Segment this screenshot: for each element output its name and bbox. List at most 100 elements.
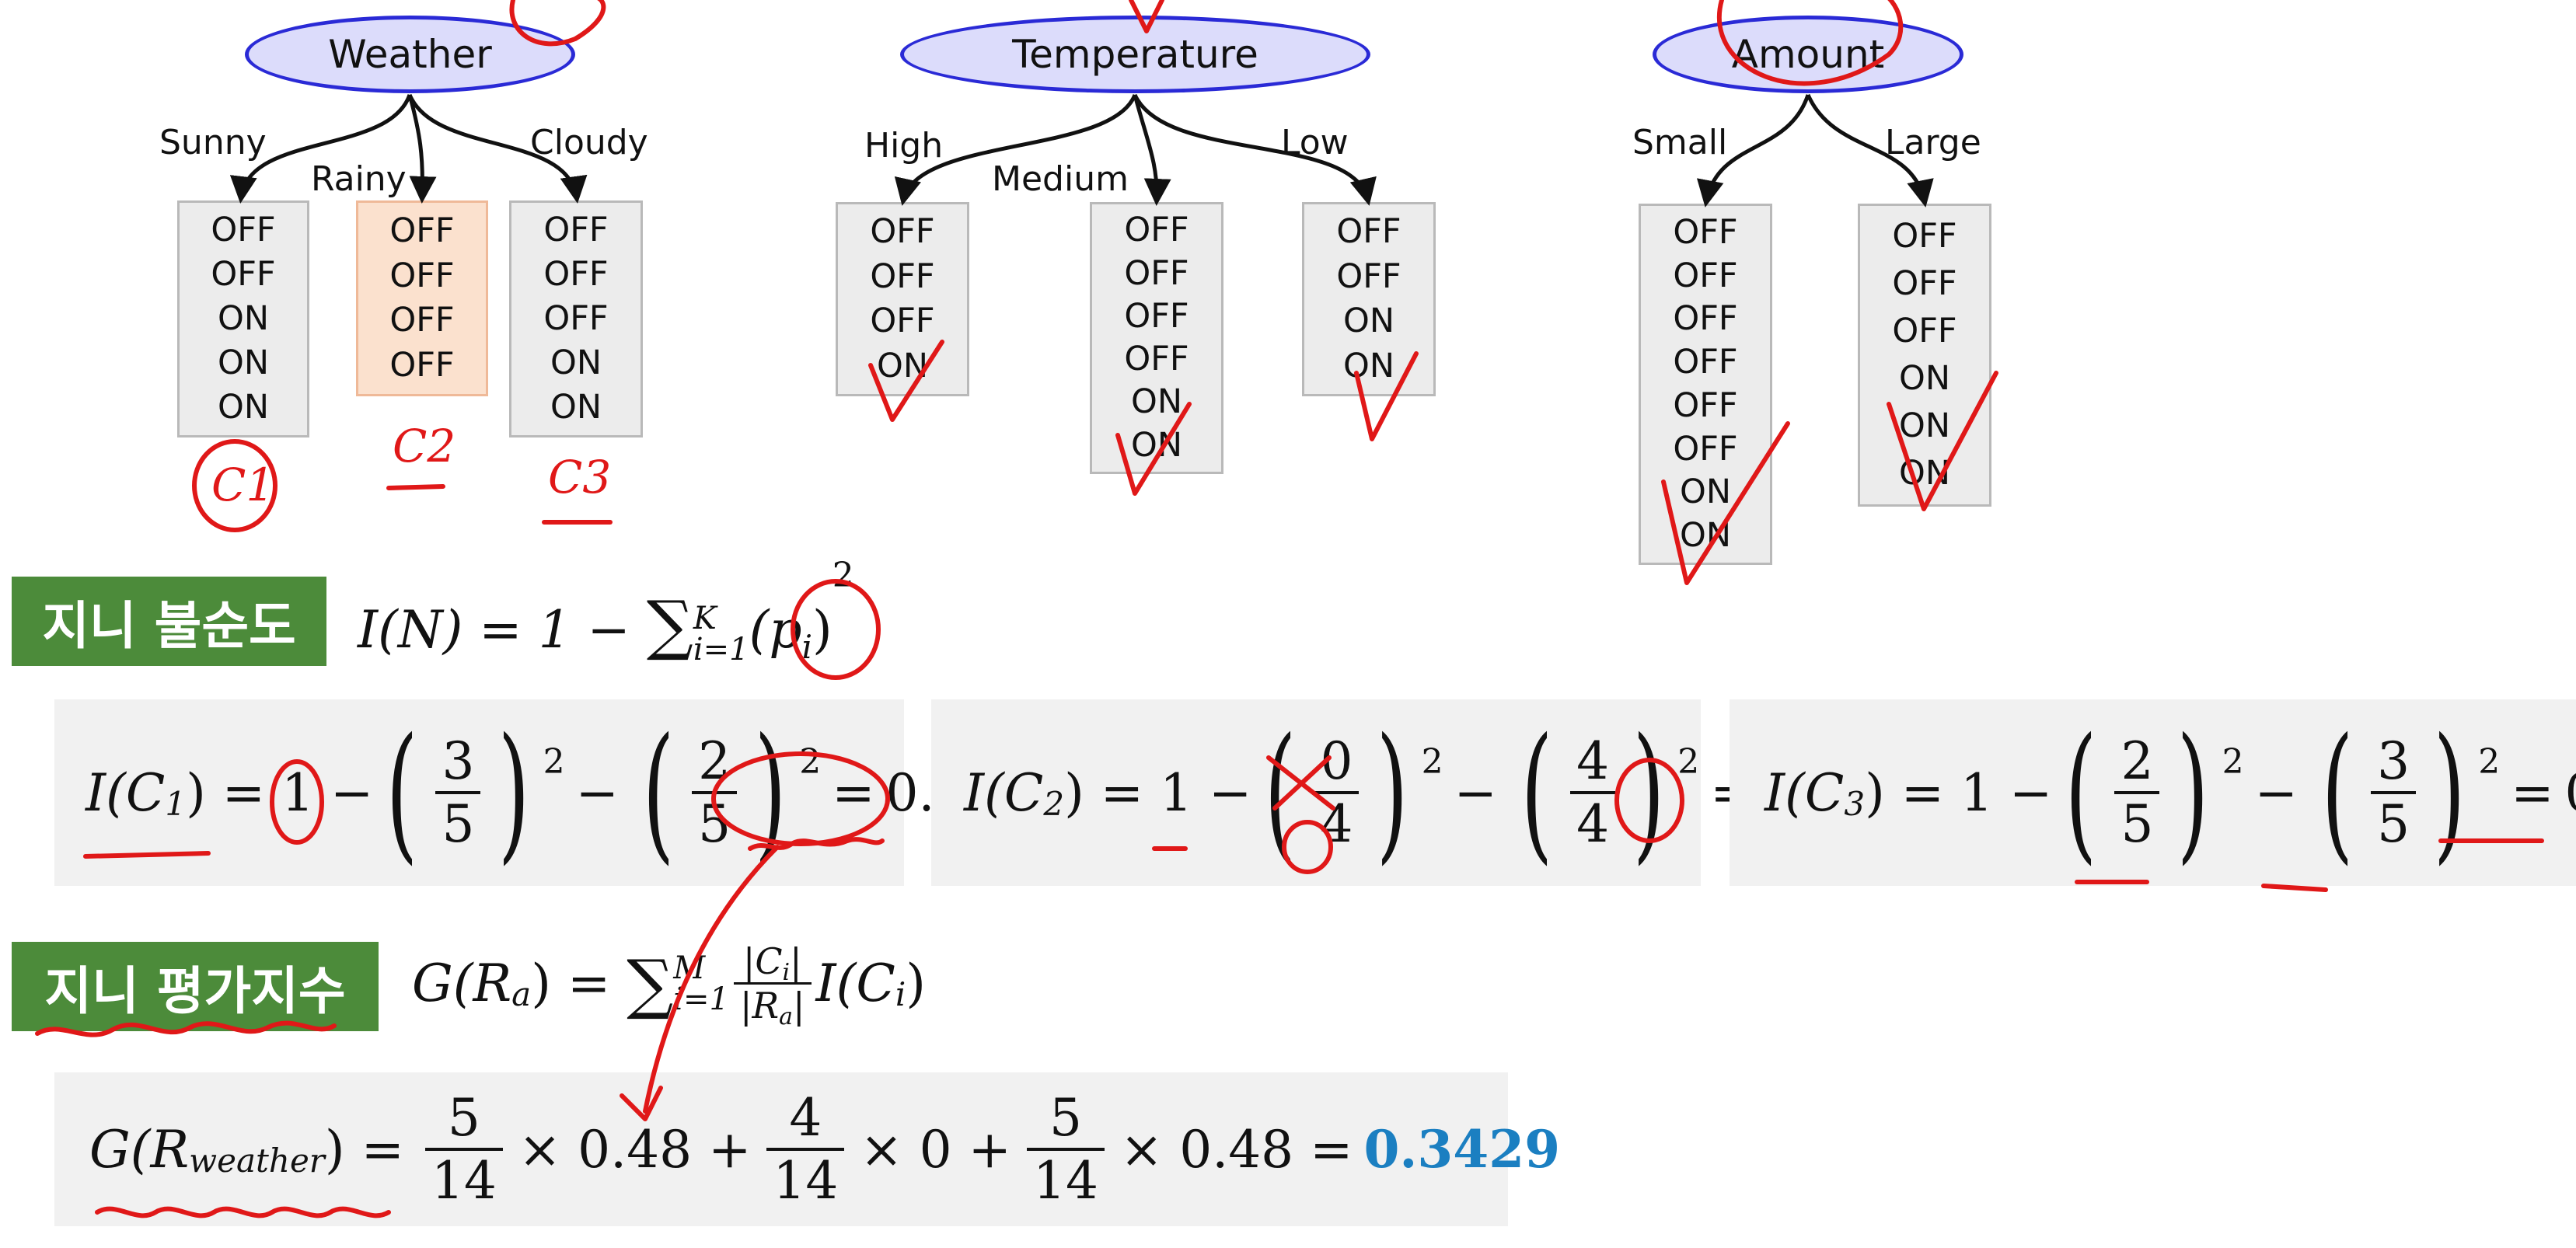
edge-weather-cloudy	[407, 94, 588, 204]
frac-num: 5	[447, 1088, 480, 1148]
minus: −	[575, 762, 619, 823]
impurity-c3-rhs: ) = 1 −	[1865, 762, 2053, 823]
leaf-value: OFF	[211, 255, 276, 294]
calc-lhs-sub: weather	[189, 1141, 325, 1180]
leaf-value: ON	[550, 343, 602, 382]
annotation-scribble	[509, 0, 606, 47]
formula-tail-sub: i	[895, 975, 906, 1013]
leaf-value: ON	[1898, 406, 1950, 445]
branch-label-rainy: Rainy	[311, 159, 407, 199]
gini-weather-result: 0.3429	[1363, 1119, 1561, 1180]
frac-den: 14	[766, 1148, 845, 1211]
frac-num-close: |	[790, 940, 802, 982]
annotation-wavy	[95, 1206, 391, 1218]
frac-den: 4	[1570, 791, 1616, 854]
frac-num: 5	[1049, 1088, 1082, 1148]
minus: −	[1454, 762, 1497, 823]
leaf-high: OFF OFF OFF ON	[836, 202, 969, 396]
annotation-underline	[83, 851, 211, 859]
frac-den: 5	[2371, 791, 2417, 854]
check-icon	[1354, 351, 1419, 441]
leaf-value: OFF	[389, 211, 455, 250]
frac-num: 2	[698, 731, 731, 791]
frac-num: |C	[742, 940, 783, 982]
frac-num: 3	[2377, 731, 2410, 791]
leaf-value: OFF	[1673, 299, 1738, 339]
edge-temp-low	[1133, 93, 1377, 206]
leaf-value: ON	[217, 299, 269, 338]
annotation-arrow-head	[620, 1086, 663, 1121]
leaf-value: OFF	[1673, 256, 1738, 295]
leaf-value: OFF	[1124, 296, 1189, 336]
annotation-circle	[711, 751, 890, 846]
class-label-c1-text: C1	[211, 458, 275, 511]
leaf-value: OFF	[543, 211, 609, 249]
formula-term-sub: i	[801, 628, 813, 666]
frac-num: 4	[789, 1088, 822, 1148]
leaf-value: OFF	[543, 255, 609, 294]
class-label-c1: C1	[211, 458, 274, 511]
edge-weather-rainy	[407, 94, 437, 204]
leaf-value: ON	[1342, 302, 1394, 341]
check-icon	[1887, 371, 1998, 511]
power: 2	[2222, 741, 2244, 782]
annotation-scribble	[1716, 0, 1904, 86]
annotation-circle	[1614, 758, 1684, 843]
formula-lhs-close: ) =	[531, 953, 627, 1013]
check-icon	[1661, 421, 1790, 585]
gini-impurity-tag: 지니 불순도	[12, 577, 326, 666]
impurity-c3-result: 0.48	[2565, 763, 2576, 823]
formula-lhs-sub: a	[511, 975, 532, 1013]
sum-symbol: ∑	[627, 945, 674, 1022]
calc-lhs: G(R	[89, 1119, 190, 1180]
check-icon	[868, 340, 944, 422]
leaf-value: OFF	[389, 346, 455, 385]
calc-term: × 0 +	[860, 1119, 1011, 1180]
class-label-c3: C3	[548, 451, 611, 504]
leaf-medium: OFF OFF OFF OFF ON ON	[1090, 202, 1223, 474]
leaf-value: OFF	[870, 212, 935, 252]
annotation-scribble	[1129, 0, 1164, 33]
leaf-value: OFF	[1336, 212, 1401, 252]
edge-weather-sunny	[229, 94, 412, 204]
branch-label-large: Large	[1885, 123, 1981, 162]
leaf-cloudy: OFF OFF OFF ON ON	[509, 200, 643, 437]
edge-amount-small	[1696, 94, 1810, 207]
frac-num: 2	[2120, 731, 2154, 791]
power: 2	[799, 741, 822, 782]
branch-label-high: High	[864, 126, 944, 166]
sum-upper: K	[693, 601, 717, 636]
leaf-value: ON	[1898, 359, 1950, 398]
frac-den: 14	[1026, 1148, 1105, 1211]
frac-num: 3	[442, 731, 475, 791]
power: 2	[1677, 741, 1700, 782]
impurity-c2-rhs: ) = 1 −	[1064, 762, 1252, 823]
calc-term: × 0.48 =	[1119, 1119, 1353, 1180]
branch-label-cloudy: Cloudy	[530, 123, 648, 162]
impurity-c3-sub: 3	[1844, 784, 1866, 823]
frac-den: |R	[739, 985, 780, 1027]
leaf-value: OFF	[1673, 429, 1738, 469]
leaf-value: ON	[217, 388, 269, 427]
leaf-value: OFF	[870, 302, 935, 341]
frac-num-sub: i	[782, 959, 791, 986]
impurity-c1-sub: 1	[165, 784, 187, 823]
annotation-arrow	[643, 845, 780, 1114]
edge-amount-large	[1806, 93, 1934, 207]
node-temperature: Temperature	[900, 16, 1370, 93]
annotation-cross	[1266, 755, 1335, 811]
leaf-small: OFF OFF OFF OFF OFF OFF ON ON	[1639, 204, 1772, 565]
branch-label-sunny: Sunny	[159, 123, 267, 162]
minus: −	[2254, 762, 2298, 823]
equals: =	[2511, 762, 2554, 823]
gini-index-tag: 지니 평가지수	[12, 942, 379, 1031]
annotation-wavy	[35, 1020, 337, 1037]
leaf-value: ON	[1130, 382, 1182, 422]
annotation-circle	[1282, 820, 1333, 874]
class-label-c2: C2	[393, 420, 456, 472]
power: 2	[1421, 741, 1443, 782]
